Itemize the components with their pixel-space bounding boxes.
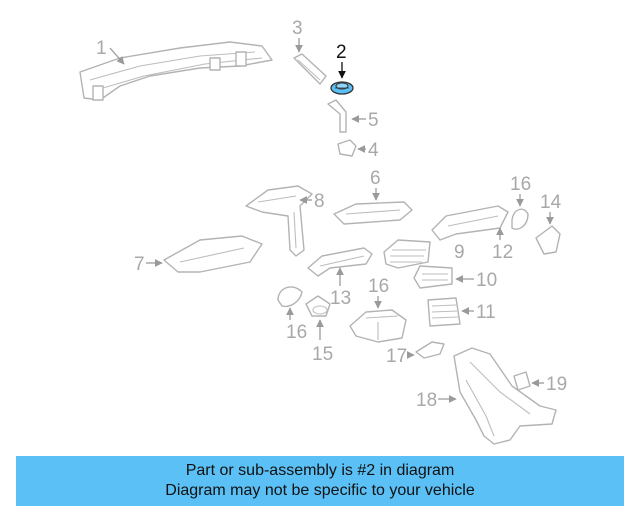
callout-15: 15 (312, 344, 333, 365)
callout-20: 19 (546, 374, 567, 395)
part-12-side-duct (431, 205, 509, 241)
callout-5: 5 (368, 110, 379, 131)
part-16-cap-upper (511, 208, 529, 230)
callout-10: 10 (476, 270, 497, 291)
part-9-register (383, 239, 431, 269)
callout-1: 1 (96, 38, 107, 59)
callout-13: 13 (330, 288, 351, 309)
callout-3: 3 (292, 18, 303, 39)
parts-diagram: 1 3 2 5 4 8 6 7 (79, 18, 567, 445)
callout-16-lower: 16 (286, 322, 307, 343)
callout-19: 18 (416, 390, 437, 411)
banner-line-1: Part or sub-assembly is #2 in diagram (185, 462, 455, 479)
part-20-seal (513, 371, 531, 391)
part-19-rear-duct (453, 347, 557, 445)
part-18-small-vent (415, 341, 445, 359)
info-banner: Part or sub-assembly is #2 in diagram Di… (16, 456, 624, 506)
part-6-upper-duct (333, 201, 413, 225)
callout-16-upper: 16 (510, 174, 531, 195)
part-4-clip (337, 139, 357, 157)
callout-17: 16 (368, 276, 389, 297)
callout-12: 12 (492, 242, 513, 263)
callout-9: 9 (454, 242, 465, 263)
part-17-blower-duct (349, 309, 407, 343)
part-2-highlighted-grommet (330, 81, 354, 95)
part-11-grille (427, 297, 461, 327)
callout-8: 8 (314, 191, 325, 212)
part-14-vent-cap (535, 225, 561, 255)
callout-11: 11 (476, 302, 496, 323)
part-5-pipe (327, 99, 347, 133)
callout-7: 7 (134, 254, 145, 275)
callout-18: 17 (386, 346, 407, 367)
part-3-vent-duct (293, 53, 327, 85)
part-16-cap-lower (277, 286, 303, 308)
part-15-nozzle (305, 295, 331, 317)
part-1-dash-duct (79, 41, 273, 101)
part-13-connector-duct (307, 247, 373, 277)
callout-4: 4 (368, 140, 379, 161)
part-8-center-duct (245, 185, 313, 257)
part-7-floor-duct (163, 235, 263, 273)
banner-line-2: Diagram may not be specific to your vehi… (165, 482, 475, 499)
callout-14: 14 (540, 192, 562, 213)
part-10-bezel (413, 265, 453, 289)
callout-2: 2 (336, 42, 347, 63)
callout-6: 6 (370, 168, 381, 189)
